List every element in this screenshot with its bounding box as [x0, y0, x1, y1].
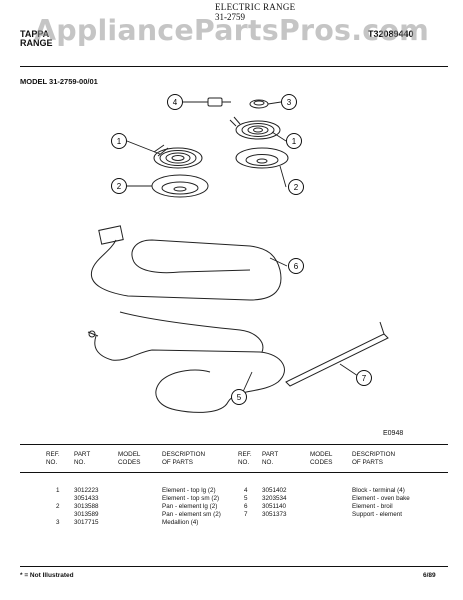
figure-code: E0948 [383, 430, 404, 437]
callout-2-left: 2 [111, 178, 127, 194]
ref-cell: 2 [56, 503, 60, 510]
parts-list-left: 1 3012223 Element - top lg (2) 3051433 E… [40, 487, 240, 527]
drip-pan-right-drawing [235, 147, 289, 169]
ref-cell: 7 [244, 511, 248, 518]
callout-6: 6 [288, 258, 304, 274]
brand-line-2: RANGE [20, 38, 53, 48]
svg-text:1: 1 [117, 137, 122, 146]
table-row: 3051433 Element - top sm (2) [40, 495, 240, 503]
svg-text:2: 2 [294, 183, 299, 192]
revision-date: 6/89 [423, 572, 436, 579]
svg-text:5: 5 [237, 393, 242, 402]
model-number: MODEL 31-2759-00/01 [20, 77, 98, 86]
support-drawing [285, 321, 389, 387]
ref-cell: 5 [244, 495, 248, 502]
document-number: T32089440 [368, 29, 414, 39]
ref-cell: 3 [56, 519, 60, 526]
table-row: 7 3051373 Support - element [238, 511, 448, 519]
drip-pan-left-drawing [151, 174, 209, 198]
svg-text:7: 7 [362, 374, 367, 383]
callout-5: 5 [231, 389, 247, 405]
svg-text:4: 4 [173, 98, 178, 107]
header-part-no-left: PART NO. [74, 451, 91, 466]
part-cell: 3013588 [74, 503, 99, 510]
svg-text:3: 3 [287, 98, 292, 107]
desc-cell: Element - top sm (2) [162, 495, 220, 502]
part-cell: 3051140 [262, 503, 287, 510]
desc-cell: Pan - element lg (2) [162, 503, 218, 510]
part-cell: 3051373 [262, 511, 287, 518]
table-row: 6 3051140 Element - broil [238, 503, 448, 511]
desc-cell: Element - top lg (2) [162, 487, 216, 494]
broil-element-drawing [90, 225, 282, 301]
part-cell: 3051402 [262, 487, 287, 494]
header-rule [20, 66, 448, 67]
document-title: ELECTRIC RANGE [215, 2, 296, 12]
header-model-codes-left: MODEL CODES [118, 451, 141, 466]
table-row: 4 3051402 Block - terminal (4) [238, 487, 448, 495]
ref-cell: 6 [244, 503, 248, 510]
top-element-left-drawing [153, 144, 203, 169]
desc-cell: Element - broil [352, 503, 393, 510]
parts-list-right: 4 3051402 Block - terminal (4) 5 3203534… [238, 487, 448, 519]
desc-cell: Pan - element sm (2) [162, 511, 221, 518]
table-row: 3013589 Pan - element sm (2) [40, 511, 240, 519]
part-cell: 3203534 [262, 495, 287, 502]
header-part-no-right: PART NO. [262, 451, 279, 466]
not-illustrated-note: * = Not Illustrated [20, 572, 74, 579]
document-code: 31-2759 [215, 12, 245, 22]
header-description-left: DESCRIPTION OF PARTS [162, 451, 206, 466]
ref-cell: 1 [56, 487, 60, 494]
table-row: 1 3012223 Element - top lg (2) [40, 487, 240, 495]
callout-1-left: 1 [111, 133, 127, 149]
part-cell: 3051433 [74, 495, 99, 502]
table-top-rule [20, 444, 448, 445]
terminal-block-drawing [203, 97, 231, 107]
ref-cell: 4 [244, 487, 248, 494]
header-description-right: DESCRIPTION OF PARTS [352, 451, 396, 466]
header-model-codes-right: MODEL CODES [310, 451, 333, 466]
callout-2-right: 2 [288, 179, 304, 195]
svg-text:1: 1 [292, 137, 297, 146]
callout-7: 7 [356, 370, 372, 386]
table-row: 5 3203534 Element - oven bake [238, 495, 448, 503]
watermark: AppliancePartsPros.com [33, 14, 430, 47]
header-ref-no-left: REF. NO. [46, 451, 60, 466]
table-row: 3 3017715 Medallion (4) [40, 519, 240, 527]
part-cell: 3013589 [74, 511, 99, 518]
desc-cell: Support - element [352, 511, 403, 518]
bake-element-drawing [87, 311, 285, 413]
part-cell: 3017715 [74, 519, 99, 526]
brand-line-1: TAPPA [20, 29, 50, 39]
parts-diagram: 4 3 1 1 2 2 6 5 [87, 94, 389, 413]
desc-cell: Block - terminal (4) [352, 487, 405, 494]
top-element-right-drawing [229, 116, 281, 140]
table-header-rule [20, 472, 448, 473]
part-cell: 3012223 [74, 487, 99, 494]
table-row: 2 3013588 Pan - element lg (2) [40, 503, 240, 511]
callout-3: 3 [281, 94, 297, 110]
svg-text:2: 2 [117, 182, 122, 191]
desc-cell: Element - oven bake [352, 495, 410, 502]
svg-text:6: 6 [294, 262, 299, 271]
desc-cell: Medallion (4) [162, 519, 199, 526]
callout-4: 4 [167, 94, 183, 110]
footer-rule [20, 566, 448, 567]
callout-1-right: 1 [286, 133, 302, 149]
header-ref-no-right: REF. NO. [238, 451, 252, 466]
